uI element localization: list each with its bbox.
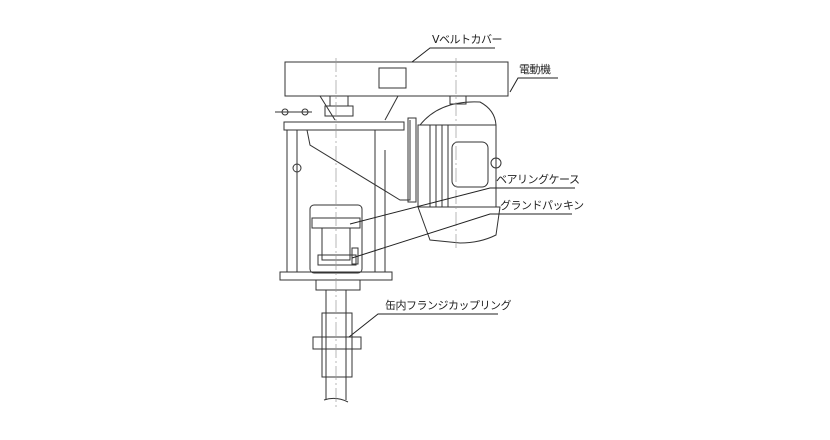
coupling-shape [321,312,353,378]
label-gland-packing: グランドパッキン [500,199,584,212]
label-motor: 電動機 [519,63,551,76]
v-belt-cover-shape [284,61,509,97]
label-in-tank-flange-coupling: 缶内フランジカップリング [385,299,512,312]
label-bearing-case: ベアリングケース [496,173,580,186]
label-v-belt-cover: Vベルトカバー [432,33,503,46]
